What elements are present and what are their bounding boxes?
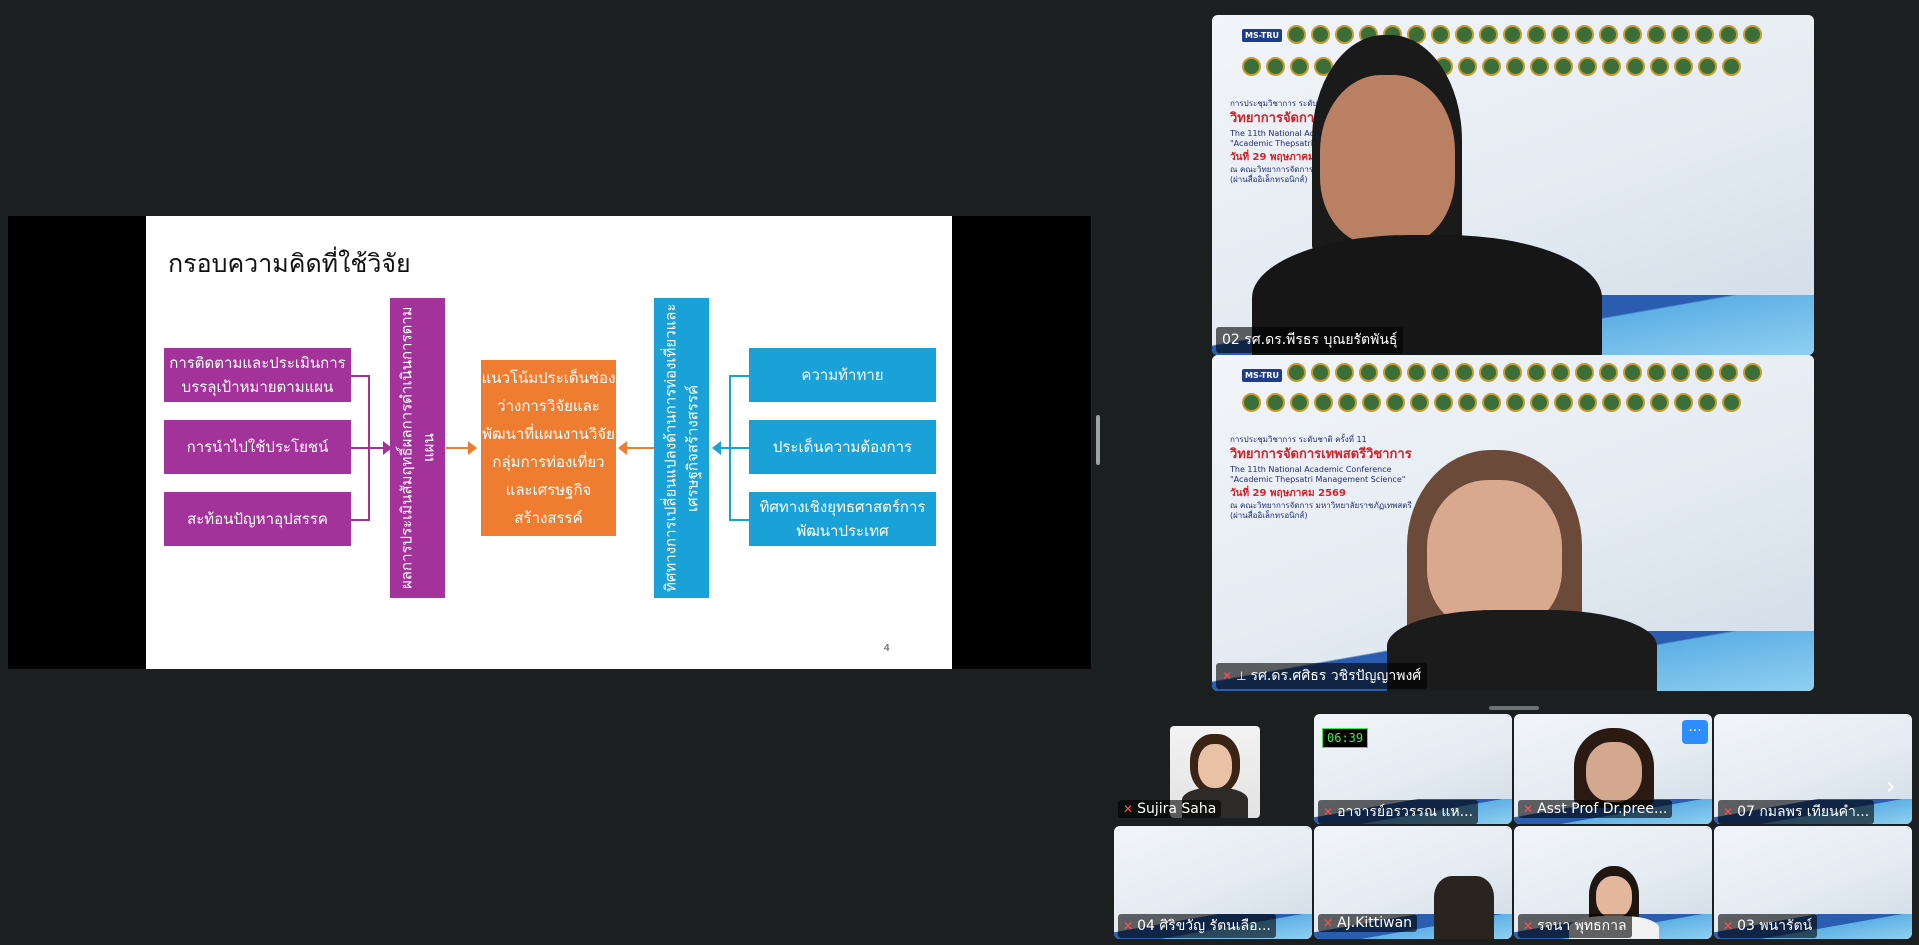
speaker-2-body (1387, 610, 1657, 691)
presentation-slide: กรอบความคิดที่ใช้วิจัย การติดตามและประเม… (146, 216, 952, 669)
mic-muted-icon: ✕ (1723, 919, 1734, 933)
gallery-tile-2[interactable]: 06:39 ✕อาจารย์อรวรรณ แห... (1314, 714, 1512, 824)
gallery-drag-bar[interactable] (1489, 706, 1539, 710)
mstru-logo: MS-TRU (1242, 369, 1282, 382)
pin-icon: ⊥ (1236, 669, 1247, 683)
mic-muted-icon: ✕ (1323, 916, 1334, 930)
evaluation-results-box: ผลการประเมินสัมฤทธิ์ผลการดำเนินการตามแผน (390, 298, 445, 598)
timer-display: 06:39 (1322, 728, 1369, 748)
participant-name: ✕รจนา พุทธกาล (1518, 914, 1632, 938)
splitter-handle[interactable] (1096, 415, 1100, 465)
slide-title: กรอบความคิดที่ใช้วิจัย (168, 249, 411, 278)
participant-name: ✕AJ.Kittiwan (1318, 914, 1418, 932)
more-options-button[interactable]: ··· (1682, 720, 1708, 744)
gallery-tile-8[interactable]: ✕03 พนารัตน์ (1714, 826, 1912, 939)
mic-muted-icon: ✕ (1323, 805, 1334, 819)
gallery-tile-5[interactable]: ✕04 ศิริขวัญ รัตนเลือ... (1114, 826, 1312, 939)
gallery-tile-3[interactable]: ··· ✕Asst Prof Dr.pree... (1514, 714, 1712, 824)
speaker-tile-1[interactable]: MS-TRU การประชุมวิชาการ ระดับชาติ ครั้งท… (1212, 15, 1814, 355)
gallery-tile-6[interactable]: ✕AJ.Kittiwan (1314, 826, 1512, 939)
research-gap-trend-box: แนวโน้มประเด็นช่องว่างการวิจัยและพัฒนาที… (481, 360, 616, 536)
participant-name: ✕03 พนารัตน์ (1718, 914, 1818, 938)
speaker-1-name: 02 รศ.ดร.พีรธร บุณยรัตพันธุ์ (1216, 327, 1404, 353)
right-box-needs: ประเด็นความต้องการ (749, 420, 936, 474)
right-box-challenges: ความท้าทาย (749, 348, 936, 402)
mic-muted-icon: ✕ (1523, 802, 1534, 816)
participant-name: ✕Sujira Saha (1118, 800, 1222, 818)
mic-muted-icon: ✕ (1222, 669, 1233, 683)
left-box-monitoring: การติดตามและประเมินการบรรลุเป้าหมายตามแผ… (164, 348, 351, 402)
left-box-obstacles: สะท้อนปัญหาอุปสรรค (164, 492, 351, 546)
gallery-tile-7[interactable]: ✕รจนา พุทธกาล (1514, 826, 1712, 939)
left-box-utilization: การนำไปใช้ประโยชน์ (164, 420, 351, 474)
gallery-tile-4[interactable]: ✕07 กมลพร เทียนคำ... › (1714, 714, 1912, 824)
mic-muted-icon: ✕ (1523, 919, 1534, 933)
participant-name: ✕07 กมลพร เทียนคำ... (1718, 800, 1875, 824)
change-direction-box: ทิศทางการเปลี่ยนแปลงด้านการท่องเที่ยวและ… (654, 298, 709, 598)
slide-page-number: 4 (883, 643, 890, 654)
mic-muted-icon: ✕ (1723, 805, 1734, 819)
gallery-tile-sujira[interactable]: ✕Sujira Saha (1114, 714, 1312, 824)
participant-name: ✕04 ศิริขวัญ รัตนเลือ... (1118, 914, 1276, 938)
participant-name: ✕Asst Prof Dr.pree... (1518, 800, 1673, 818)
participant-name: ✕อาจารย์อรวรรณ แห... (1318, 800, 1478, 824)
speaker-2-name: ✕⊥รศ.ดร.ศศิธร วชิรปัญญาพงศ์ (1216, 663, 1428, 689)
mstru-logo: MS-TRU (1242, 29, 1282, 42)
right-box-strategy: ทิศทางเชิงยุทธศาสตร์การพัฒนาประเทศ (749, 492, 936, 546)
speaker-tile-2[interactable]: MS-TRU การประชุมวิชาการ ระดับชาติ ครั้งท… (1212, 355, 1814, 691)
mic-muted-icon: ✕ (1123, 919, 1134, 933)
mic-muted-icon: ✕ (1123, 802, 1134, 816)
next-page-chevron-icon[interactable]: › (1886, 772, 1896, 800)
speaker-1-face (1320, 75, 1455, 245)
speaker-2-face (1427, 480, 1562, 630)
